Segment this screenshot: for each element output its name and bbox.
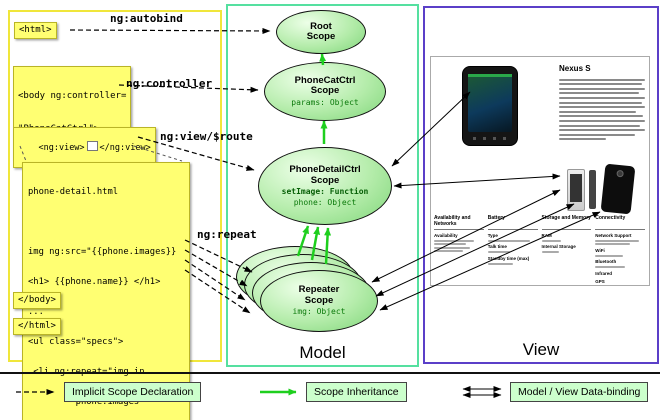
spec-column-storage: Storage and Memory RAM Internal Storage [541,215,592,284]
root-scope-ellipse: Root Scope [276,10,366,54]
spec-section-header: Connectivity [595,215,645,230]
phonecatctrl-scope-ellipse: PhoneCatCtrl Scope params: Object [264,62,386,121]
legend-implicit-scope: Implicit Scope Declaration [64,382,202,402]
code-line: phone.images [28,397,140,407]
ng-view-route-label: ng:view/$route [160,130,253,143]
legend-data-binding: Model / View Data-binding [510,382,649,402]
spec-row-label: WiFi [595,247,605,253]
phone-description-text [559,76,645,141]
scope-property: setImage: Function [281,187,369,196]
phone-title: Nexus S [559,64,591,73]
legend-scope-inheritance: Scope Inheritance [306,382,407,402]
phone-thumbnail-front [567,169,585,211]
double-arrow-legend-icon [462,386,502,398]
rendered-phone-page: Nexus S Availability and Networks Availa… [430,56,650,286]
scope-property: img: Object [292,307,346,317]
spec-row-label: Network Support [595,232,632,238]
html-open-box: <html> [14,22,57,39]
phone-statusbar [468,74,512,77]
spec-column-availability: Availability and Networks Availability [434,215,484,284]
spec-row-label: GPS [595,278,605,284]
scope-property: phone: Object [293,197,357,207]
phone-thumbnail-side [589,170,596,209]
code-line [28,217,184,227]
view-placeholder-icon [86,141,98,151]
dashed-arrow-legend-icon [16,389,55,395]
scope-title: Scope [306,31,336,42]
phone-buttons [473,137,507,140]
spec-section-header: Storage and Memory [541,215,592,230]
code-line: img ng:src="{{phone.images}} [28,247,177,257]
spec-row-label: Talk time [487,244,507,249]
spec-row-label: Internal Storage [541,244,576,249]
spec-row-label: Standby time (max) [487,255,530,261]
scope-title: Scope [304,294,334,306]
spec-row-label: Infrared [595,270,613,276]
repeater-scope-ellipse: Repeater Scope img: Object [260,270,378,332]
camera-icon [616,169,624,178]
ng-view-open-text: <ng:view> [38,143,85,153]
scope-title: Repeater [298,284,340,296]
ng-view-close-text: </ng:view> [99,143,151,153]
phone-screen [468,74,512,132]
code-line: ... [28,307,44,317]
spec-section-header: Battery [487,215,538,230]
spec-row-label: Type [487,232,498,238]
spec-row-label: Bluetooth [595,259,617,264]
ng-autobind-label: ng:autobind [110,12,183,25]
spec-row-label: Availability [434,232,458,238]
phone-thumbnail-back [600,163,636,215]
scope-title: Scope [310,174,340,186]
legend-divider [0,372,660,374]
green-arrow-legend-icon [260,388,297,396]
nexus-s-phone-image [463,67,517,145]
body-close-box: </body> [13,292,61,309]
spec-row-label: RAM [541,232,552,238]
code-line: <h1> {{phone.name}} </h1> [28,277,161,287]
spec-column-connectivity: Connectivity Network Support WiFi Blueto… [595,215,645,284]
view-panel-title: View [522,340,560,359]
model-panel-title: Model [299,343,346,362]
scope-property: params: Object [291,97,359,107]
code-line: <ul class="specs"> [28,337,124,347]
ng-repeat-label: ng:repeat [197,228,257,241]
scope-title: PhoneDetailCtrl [289,164,361,175]
spec-section-header: Availability and Networks [434,215,484,230]
phone-thumbnail-screen [570,174,582,202]
code-line: phone-detail.html [28,187,119,197]
spec-table: Availability and Networks Availability B… [434,215,645,284]
body-open-line1: <body ng:controller= [18,91,127,101]
html-close-box: </html> [13,318,61,335]
ng-controller-label: ng:controller [126,77,213,90]
scope-title: PhoneCatCtrl [294,74,356,86]
scope-title: Scope [310,85,340,97]
spec-column-battery: Battery Type Talk time Standby time (max… [487,215,538,284]
scope-title: Root [310,20,332,32]
phonedetailctrl-scope-ellipse: PhoneDetailCtrl Scope setImage: Function… [258,147,392,225]
